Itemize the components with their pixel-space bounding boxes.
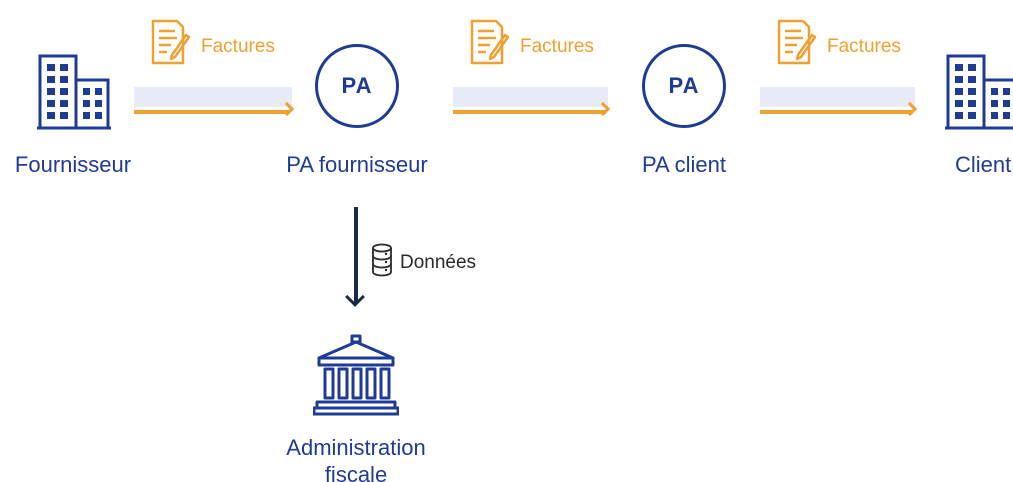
node-label-pa-client: PA client	[642, 152, 726, 177]
pa-client-badge: PA	[642, 44, 726, 128]
flow-band	[453, 87, 608, 107]
flow-band	[134, 87, 292, 107]
flow-label-factures: Factures	[827, 36, 901, 57]
pa-badge-text: PA	[668, 73, 700, 98]
flow-arrow	[760, 110, 913, 114]
document-edit-icon	[470, 19, 510, 65]
database-icon	[372, 243, 392, 277]
node-label-client: Client	[955, 152, 1012, 177]
pa-badge-text: PA	[341, 73, 373, 98]
node-label-fournisseur: Fournisseur	[14, 152, 132, 177]
flow-label-donnees: Données	[400, 252, 477, 273]
government-building-icon	[313, 334, 399, 416]
flow-label-factures: Factures	[520, 36, 594, 57]
building-icon	[37, 54, 111, 130]
data-arrow	[354, 207, 358, 303]
building-icon	[945, 54, 1013, 130]
pa-fournisseur-badge: PA	[315, 44, 399, 128]
document-edit-icon	[151, 19, 191, 65]
flow-arrow	[453, 110, 606, 114]
administration-line-1: Administration	[286, 435, 426, 460]
administration-line-2: fiscale	[324, 462, 388, 482]
flow-arrow	[134, 110, 290, 114]
node-label-pa-fournisseur: PA fournisseur	[286, 152, 428, 177]
document-edit-icon	[777, 19, 817, 65]
flow-band	[760, 87, 915, 107]
flow-label-factures: Factures	[201, 36, 275, 57]
node-label-administration: Administration fiscale	[286, 434, 425, 482]
